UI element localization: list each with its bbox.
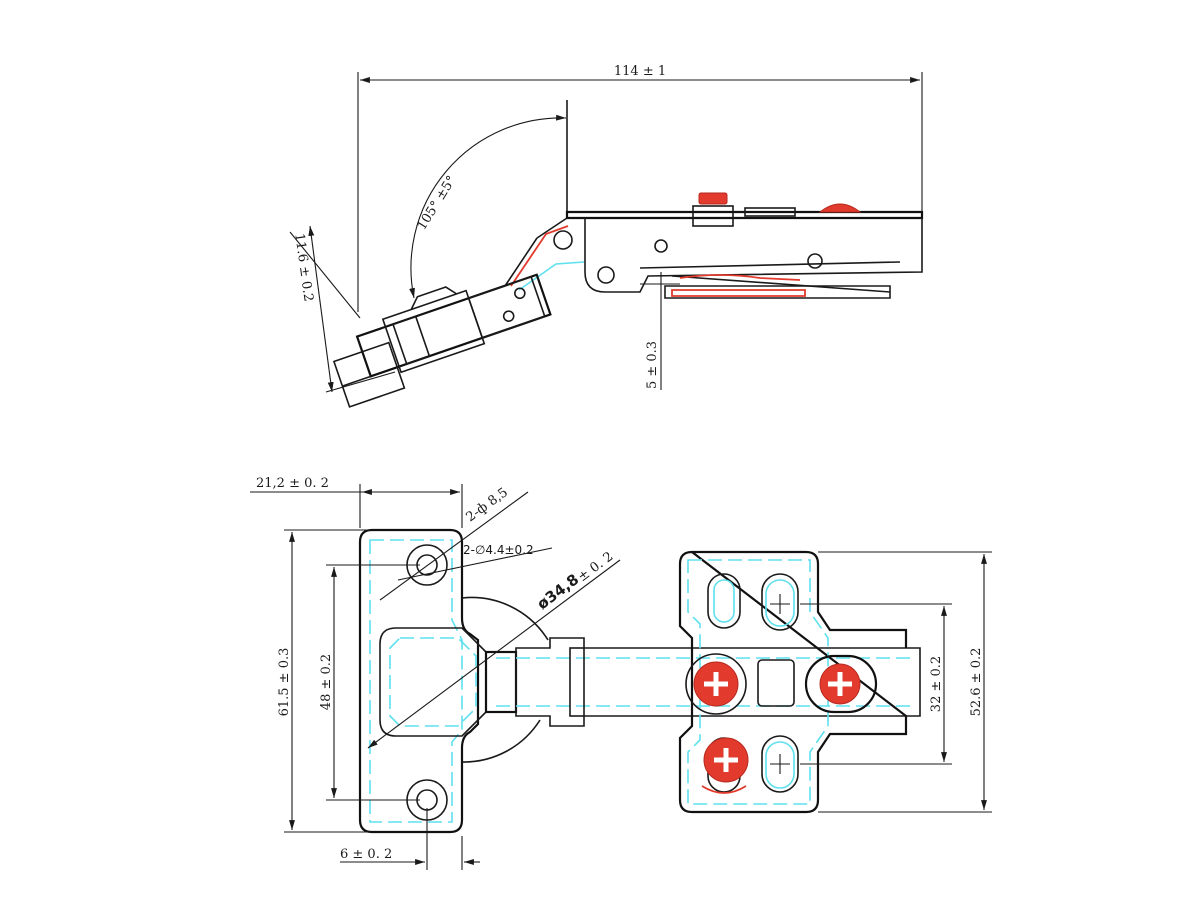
plate-height-front-label: 52.6 ± 0.2 — [969, 648, 984, 717]
hole-spacing-label: 48 ± 0.2 — [319, 654, 334, 710]
dimension-cup-width: 21,2 ± 0. 2 — [250, 476, 463, 528]
dimension-hole-spacing: 48 ± 0.2 — [319, 564, 420, 801]
cup-height-label: 61.5 ± 0.3 — [277, 648, 292, 717]
dimension-screw-hole: 2-∅4.4±0.2 — [397, 543, 553, 581]
cup-outline — [461, 596, 549, 641]
dimension-plate-hole-spacing: 32 ± 0.2 — [800, 603, 952, 765]
mount-hole-label: 2-ф 8,5 — [464, 485, 511, 525]
dimension-plate-height-front: 52.6 ± 0.2 — [818, 551, 992, 813]
front-view: 21,2 ± 0. 2 2-ф 8,5 2-∅4.4±0.2 ø34,8 ± 0… — [250, 476, 992, 870]
mounting-plate-side — [504, 100, 924, 299]
dimension-open-angle: 105° ±5° — [409, 114, 567, 299]
dimension-overall-length: 114 ± 1 — [357, 64, 923, 312]
side-view: 114 ± 1 — [289, 64, 924, 408]
open-angle-label: 105° ±5° — [414, 173, 459, 233]
hinge-arm-front — [484, 637, 921, 727]
cross-screw-center — [685, 653, 747, 715]
dimension-plate-height: 5 ± 0.3 — [640, 272, 680, 390]
screw-hole-label: 2-∅4.4±0.2 — [463, 543, 534, 557]
overall-length-label: 114 ± 1 — [614, 64, 666, 79]
dimension-cup-height: 61.5 ± 0.3 — [277, 529, 370, 833]
edge-offset-label: 6 ± 0. 2 — [340, 847, 392, 862]
plate-hole-spacing-label: 32 ± 0.2 — [929, 656, 944, 712]
dimension-arm-thickness: 11.6 ± 0.2 — [289, 225, 396, 393]
cup-width-label: 21,2 ± 0. 2 — [256, 476, 329, 491]
dimension-edge-offset: 6 ± 0. 2 — [340, 808, 480, 870]
cam-slot — [804, 654, 878, 714]
plate-height-label: 5 ± 0.3 — [645, 341, 660, 389]
mounting-plate-front — [678, 550, 908, 814]
